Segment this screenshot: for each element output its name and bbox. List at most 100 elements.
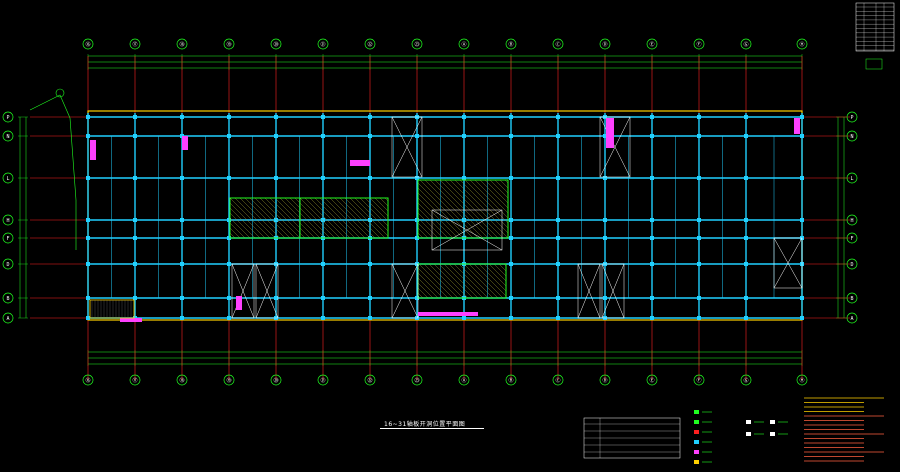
hatch-line bbox=[443, 263, 479, 299]
axis-bubble bbox=[2, 232, 14, 244]
column bbox=[133, 236, 137, 240]
column bbox=[603, 296, 607, 300]
axis-bubble bbox=[646, 38, 658, 50]
column bbox=[180, 316, 184, 320]
hatch-line bbox=[483, 263, 507, 287]
axis-bubble-label: ⑳ bbox=[273, 377, 278, 384]
column bbox=[697, 296, 701, 300]
axis-bubble-label: ㉒ bbox=[367, 41, 372, 48]
column bbox=[462, 134, 466, 138]
hatch-line bbox=[334, 197, 376, 239]
hatch-line bbox=[423, 263, 459, 299]
axis-bubble bbox=[646, 374, 658, 386]
legend-symbol bbox=[746, 420, 751, 424]
hatch-line bbox=[417, 192, 464, 239]
column bbox=[86, 262, 90, 266]
hatch-line bbox=[438, 263, 474, 299]
axis-bubble bbox=[846, 214, 858, 226]
column bbox=[509, 296, 513, 300]
column bbox=[800, 134, 804, 138]
column bbox=[650, 296, 654, 300]
column bbox=[603, 236, 607, 240]
axis-bubble bbox=[2, 130, 14, 142]
column bbox=[321, 218, 325, 222]
legend-symbol bbox=[694, 450, 699, 454]
hatch-line bbox=[454, 179, 509, 234]
column bbox=[744, 236, 748, 240]
hatch-line bbox=[469, 179, 509, 219]
hatch-line bbox=[488, 263, 507, 282]
axis-bubble bbox=[599, 374, 611, 386]
hatch-line bbox=[417, 277, 439, 299]
column bbox=[368, 296, 372, 300]
axis-bubble-label: Ⓖ bbox=[743, 41, 748, 48]
hatch-line bbox=[284, 197, 301, 214]
hatch-line bbox=[418, 263, 454, 299]
hatch-line bbox=[379, 197, 389, 207]
axis-bubble bbox=[505, 374, 517, 386]
hatch-line bbox=[424, 179, 484, 239]
column bbox=[227, 262, 231, 266]
axis-bubble bbox=[82, 374, 94, 386]
column bbox=[509, 218, 513, 222]
axis-bubble-label: N bbox=[6, 134, 9, 140]
hatch-line bbox=[374, 197, 389, 212]
column bbox=[227, 134, 231, 138]
axis-bubble-label: F bbox=[6, 236, 9, 242]
opening-cross bbox=[231, 263, 255, 319]
opening-box bbox=[577, 263, 601, 319]
hatch-line bbox=[484, 179, 509, 204]
opening-box bbox=[255, 263, 279, 319]
column bbox=[180, 296, 184, 300]
column bbox=[86, 236, 90, 240]
legend-tables bbox=[583, 2, 895, 464]
axis-bubble-label: Ⓗ bbox=[799, 377, 804, 384]
axis-bubble-label: ㉑ bbox=[320, 41, 325, 48]
axis-bubble bbox=[2, 258, 14, 270]
legend-symbol bbox=[770, 420, 775, 424]
axis-bubble-label: ⑰ bbox=[132, 377, 137, 384]
drawing-title-underline bbox=[380, 428, 484, 429]
opening-box bbox=[391, 263, 419, 319]
axis-bubble bbox=[2, 312, 14, 324]
hatch-line bbox=[229, 232, 236, 239]
column bbox=[650, 218, 654, 222]
axis-bubble-label: ⑯ bbox=[85, 377, 90, 384]
axis-bubble bbox=[364, 374, 376, 386]
index-stamp bbox=[865, 58, 883, 70]
axis-bubble bbox=[270, 38, 282, 50]
axis-bubble bbox=[846, 111, 858, 123]
hatch-line bbox=[428, 263, 464, 299]
axis-bubble-label: Ⓒ bbox=[555, 377, 560, 384]
axis-bubble-label: ⑱ bbox=[179, 41, 184, 48]
legend-symbol bbox=[694, 430, 699, 434]
column bbox=[133, 296, 137, 300]
column bbox=[650, 316, 654, 320]
axis-bubble-label: Ⓖ bbox=[743, 377, 748, 384]
hatch-line bbox=[229, 227, 241, 239]
column bbox=[509, 115, 513, 119]
axis-bubble bbox=[411, 38, 423, 50]
column bbox=[180, 176, 184, 180]
hatch-line bbox=[489, 179, 509, 199]
axis-bubble bbox=[846, 232, 858, 244]
axis-bubble bbox=[317, 38, 329, 50]
hatch-line bbox=[299, 207, 331, 239]
axis-bubble bbox=[364, 38, 376, 50]
column bbox=[744, 262, 748, 266]
axis-bubble-label: N bbox=[850, 134, 853, 140]
column bbox=[509, 176, 513, 180]
column bbox=[650, 236, 654, 240]
column bbox=[697, 262, 701, 266]
hatch-line bbox=[417, 217, 439, 239]
detail-bubble bbox=[55, 88, 65, 98]
column bbox=[133, 115, 137, 119]
column bbox=[133, 218, 137, 222]
axis-bubble bbox=[846, 258, 858, 270]
axis-bubble-label: ㉑ bbox=[320, 377, 325, 384]
hatch-line bbox=[417, 232, 424, 239]
hatch-line bbox=[364, 197, 389, 222]
column bbox=[415, 176, 419, 180]
hatch-line bbox=[439, 179, 499, 239]
